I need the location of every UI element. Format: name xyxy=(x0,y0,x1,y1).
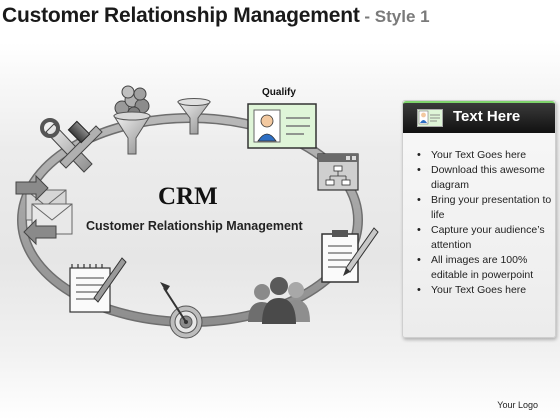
crm-center-title: CRM xyxy=(158,183,218,210)
text-panel-title: Text Here xyxy=(453,108,521,125)
slide-title-main: Customer Relationship Management xyxy=(2,4,360,27)
list-item: Bring your presentation to life xyxy=(413,193,553,223)
people-group-icon xyxy=(248,277,310,324)
list-item: Your Text Goes here xyxy=(413,148,553,163)
list-item: Capture your audience’s attention xyxy=(413,223,553,253)
text-panel-list: Your Text Goes here Download this awesom… xyxy=(413,148,553,298)
list-item: Your Text Goes here xyxy=(413,283,553,298)
list-item: Download this awesome diagram xyxy=(413,163,553,193)
funnel-large-icon xyxy=(113,111,151,155)
slide-title-style: - Style 1 xyxy=(359,7,430,26)
coins-icon xyxy=(114,85,150,120)
text-panel-header: Text Here xyxy=(403,101,555,133)
mail-exchange-icon xyxy=(15,174,73,246)
profile-card-icon xyxy=(417,109,443,127)
tools-icon xyxy=(40,118,103,173)
logo-placeholder: Your Logo xyxy=(497,400,538,410)
qualify-profile-card-icon xyxy=(247,103,317,149)
text-panel: Text Here Your Text Goes here Download t… xyxy=(402,100,556,338)
target-dart-icon xyxy=(160,282,203,339)
clipboard-pencil-icon xyxy=(321,227,379,283)
notepad-pen-icon xyxy=(69,257,127,313)
funnel-icon xyxy=(177,98,211,135)
sitemap-window-icon xyxy=(317,153,359,191)
crm-center-subtitle: Customer Relationship Management xyxy=(86,219,303,233)
slide-title: Customer Relationship Management - Style… xyxy=(2,4,430,28)
list-item: All images are 100% editable in powerpoi… xyxy=(413,253,553,283)
qualify-label: Qualify xyxy=(262,87,296,98)
